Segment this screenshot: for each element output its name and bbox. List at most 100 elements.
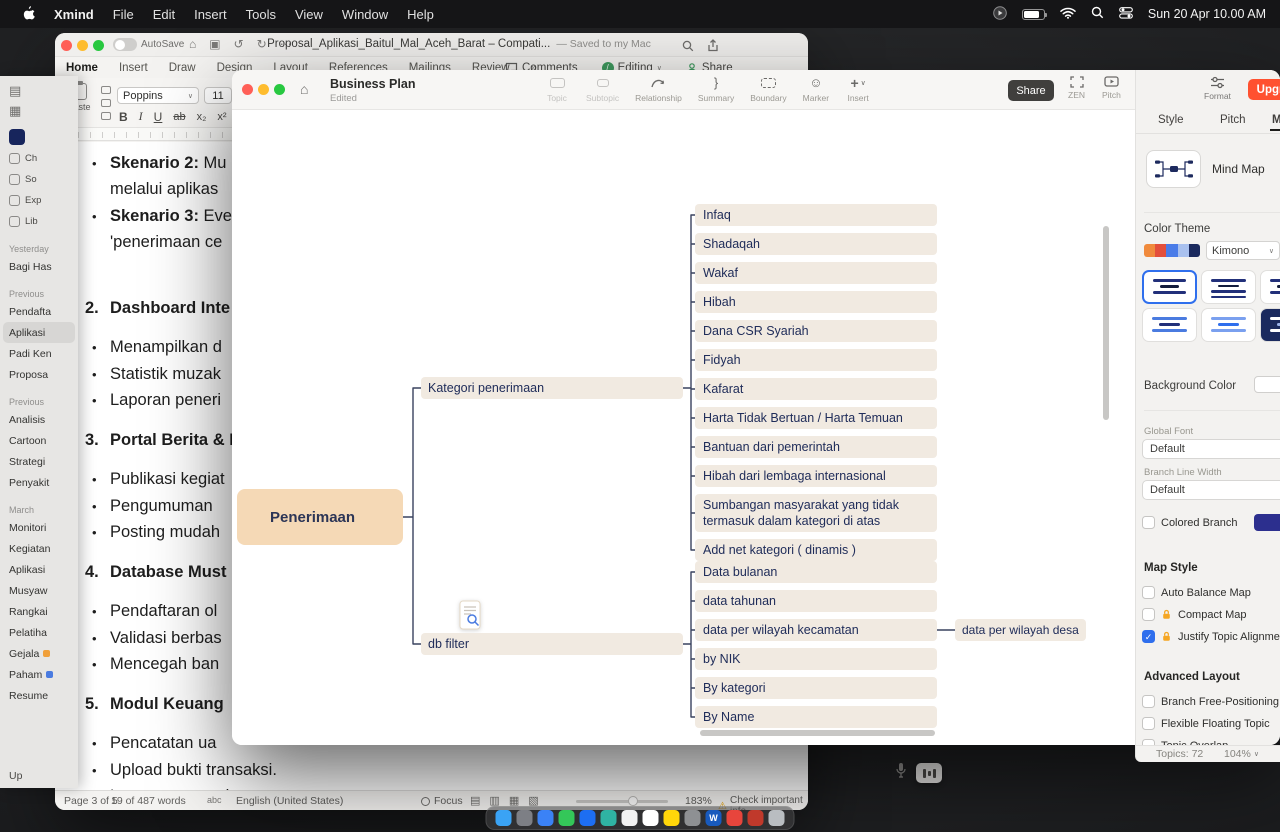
search-icon[interactable] [682,39,694,57]
zoom-slider-knob[interactable] [628,796,638,806]
font-size-select[interactable]: 11 [204,87,232,104]
word-count[interactable]: 19 of 487 words [111,795,186,807]
theme-select[interactable]: Kimono∨ [1206,241,1280,260]
topic-node[interactable]: Hibah dari lembaga internasional [695,465,937,487]
minimize-button[interactable] [258,84,269,95]
topic-node[interactable]: By Name [695,706,937,728]
topic-node[interactable]: Wakaf [695,262,937,284]
toolbar-summary-button[interactable]: }Summary [698,75,734,103]
theme-color-strip[interactable] [1144,244,1200,257]
background-color-swatch[interactable] [1254,376,1280,393]
topic-node[interactable]: Sumbangan masyarakat yang tidak termasuk… [695,494,937,532]
format-button-4[interactable]: ab [173,111,185,123]
upgrade-link[interactable]: Up [9,770,22,782]
sidebar-doc-item[interactable]: Pelatiha [3,622,75,643]
sidebar-doc-item[interactable]: Rangkai [3,601,75,622]
microphone-icon[interactable] [895,762,907,784]
menu-item-help[interactable]: Help [407,7,434,22]
menu-item-window[interactable]: Window [342,7,388,22]
dock-photos-icon[interactable] [622,810,638,826]
tab-map[interactable]: Map [1272,114,1280,126]
topic-node[interactable]: By kategori [695,677,937,699]
zen-mode-button[interactable]: ZEN [1068,76,1085,100]
toolbar-subtopic-button[interactable]: Subtopic [586,75,619,103]
format-painter-icon[interactable] [101,112,111,120]
topic-node[interactable]: data per wilayah desa [955,619,1086,641]
toolbar-relationship-button[interactable]: Relationship [635,75,682,103]
wifi-icon[interactable] [1060,7,1076,22]
branch-topic[interactable]: db filter [421,633,683,655]
global-font-select[interactable]: Default [1142,439,1280,459]
spotlight-search-icon[interactable] [1091,6,1104,22]
control-center-icon[interactable] [1119,7,1133,22]
mindmap-canvas[interactable]: Penerimaan Kategori penerimaan db filter… [232,110,1135,745]
apple-menu-icon[interactable] [22,5,35,23]
sidebar-doc-item[interactable]: Paham [3,664,75,685]
sidebar-doc-item[interactable]: Proposa [3,364,75,385]
checkbox[interactable] [1142,717,1155,730]
toolbar-marker-button[interactable]: ☺Marker [803,75,829,103]
theme-card[interactable] [1142,308,1197,342]
home-icon[interactable]: ⌂ [300,81,308,97]
menu-item-view[interactable]: View [295,7,323,22]
checkbox[interactable] [1142,586,1155,599]
menu-item-tools[interactable]: Tools [246,7,276,22]
topic-node[interactable]: Bantuan dari pemerintah [695,436,937,458]
sidebar-doc-item[interactable]: Gejala [3,643,75,664]
checkbox[interactable] [1142,695,1155,708]
topic-node[interactable]: Hibah [695,291,937,313]
zoom-button[interactable] [93,40,104,51]
topic-node[interactable]: Add net kategori ( dinamis ) [695,539,937,561]
sidebar-nav-item[interactable]: Exp [0,190,78,211]
playback-status-icon[interactable] [993,6,1007,23]
autosave-control[interactable]: AutoSave [113,38,184,51]
checkbox[interactable] [1142,630,1155,643]
menu-clock[interactable]: Sun 20 Apr 10.00 AM [1148,7,1266,21]
share-button[interactable]: Share [1008,80,1054,101]
format-button-3[interactable]: U [154,110,163,124]
home-icon[interactable]: ⌂ [189,37,196,51]
proofing-icon[interactable]: abc [207,795,222,805]
topic-node[interactable]: by NIK [695,648,937,670]
map-structure-thumbnail[interactable] [1146,150,1201,188]
tab-style[interactable]: Style [1158,114,1184,126]
theme-card[interactable] [1201,270,1256,304]
toolbar-insert-button[interactable]: +∨Insert [845,75,871,103]
dock-settings-icon[interactable] [685,810,701,826]
sidebar-doc-item[interactable]: Padi Ken [3,343,75,364]
toolbar-topic-button[interactable]: Topic [544,75,570,103]
central-topic[interactable]: Penerimaan [237,489,403,545]
read-mode-icon[interactable]: ▤ [470,794,480,807]
copy-icon[interactable] [101,99,111,107]
sidebar-doc-item[interactable]: Bagi Has [3,256,75,277]
theme-card[interactable] [1201,308,1256,342]
sidebar-doc-item[interactable]: Cartoon [3,430,75,451]
dock-launchpad-icon[interactable] [517,810,533,826]
tab-home[interactable]: Home [66,62,98,74]
sidebar-doc-item[interactable]: Pendafta [3,301,75,322]
colored-branch-swatch[interactable] [1254,514,1280,531]
sidebar-toggle-icon[interactable]: ▤ [9,84,69,97]
theme-card[interactable] [1260,308,1280,342]
format-button-2[interactable]: I [139,109,143,124]
canvas-zoom-control[interactable]: 104%∨ [1224,748,1259,760]
dock-xmind-icon[interactable] [748,810,764,826]
sidebar-doc-item[interactable]: Monitori [3,517,75,538]
dock-finder-icon[interactable] [496,810,512,826]
app-logo-icon[interactable] [9,129,25,145]
file-title-block[interactable]: Business Plan Edited [330,77,415,104]
share-doc-icon[interactable] [707,39,719,57]
sidebar-doc-item[interactable]: Kegiatan [3,538,75,559]
language-indicator[interactable]: English (United States) [236,795,343,807]
sidebar-doc-item[interactable]: Aplikasi [3,322,75,343]
branch-line-width-select[interactable]: Default [1142,480,1280,500]
dock-notes-icon[interactable] [664,810,680,826]
close-button[interactable] [242,84,253,95]
cut-icon[interactable] [101,86,111,94]
pitch-mode-button[interactable]: Pitch [1102,76,1121,100]
dock-safari-icon[interactable] [538,810,554,826]
theme-card[interactable] [1260,270,1280,304]
upgrade-button[interactable]: Upgrade [1248,79,1280,100]
font-family-select[interactable]: Poppins∨ [117,87,199,104]
sidebar-nav-item[interactable]: So [0,169,78,190]
